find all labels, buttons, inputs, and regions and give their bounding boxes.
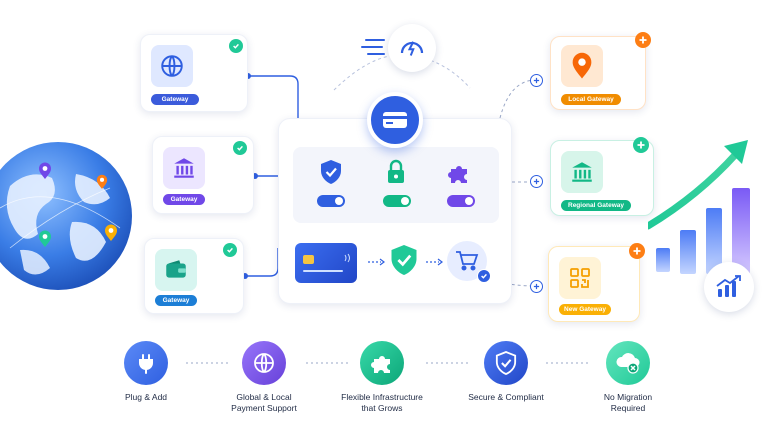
- feature-label: Flexible Infrastructure that Grows: [341, 392, 423, 413]
- gateway-card-wallet[interactable]: Gateway: [144, 238, 244, 314]
- features-strip: [293, 147, 499, 223]
- puzzle-icon: [370, 351, 394, 375]
- plugin-toggle[interactable]: [447, 195, 475, 207]
- speedometer-icon: [388, 24, 436, 72]
- gateway-icon-tile: [151, 45, 193, 87]
- analytics-icon: [704, 262, 754, 312]
- shield-check-icon: [495, 351, 517, 375]
- gateway-label: Gateway: [163, 194, 205, 205]
- contactless-icon: [343, 253, 351, 263]
- plug-icon: [134, 351, 158, 375]
- payment-card-icon: [367, 92, 423, 148]
- gateway-icon-tile: [559, 257, 601, 299]
- feature-secure-circle: [484, 341, 528, 385]
- feature-plug-circle: [124, 341, 168, 385]
- check-badge-icon: [223, 243, 237, 257]
- bank-icon: [171, 155, 197, 181]
- gateway-label: Gateway: [155, 295, 197, 306]
- globe-icon: [252, 351, 276, 375]
- credit-card-icon: [295, 243, 357, 283]
- location-pin-icon: [38, 162, 52, 180]
- growth-chart-illustration: [648, 136, 760, 304]
- add-connector-icon[interactable]: [530, 280, 543, 293]
- gateway-card-global[interactable]: Gateway: [140, 34, 248, 112]
- gateway-icon-tile: [155, 249, 197, 291]
- feature-label: No Migration Required: [603, 392, 653, 413]
- add-badge-icon[interactable]: [635, 32, 651, 48]
- card-chip: [303, 255, 314, 264]
- arrow-right-icon: [367, 258, 387, 266]
- central-payment-hub: [278, 118, 512, 304]
- gateway-icon-tile: [561, 151, 603, 193]
- feature-global-circle: [242, 341, 286, 385]
- speed-lines: [360, 36, 386, 58]
- shield-check-icon: [389, 243, 419, 277]
- gateway-label: Gateway: [151, 94, 199, 105]
- feature-no-migration-circle: [606, 341, 650, 385]
- bank-icon: [569, 159, 595, 185]
- arrow-right-icon: [425, 258, 445, 266]
- check-badge-icon: [477, 269, 491, 283]
- check-badge-icon: [229, 39, 243, 53]
- gateway-card-bank[interactable]: Gateway: [152, 136, 254, 214]
- add-badge-icon[interactable]: [629, 243, 645, 259]
- wallet-icon: [163, 257, 189, 283]
- gateway-icon-tile: [561, 45, 603, 87]
- add-badge-icon[interactable]: [633, 137, 649, 153]
- shield-check-icon: [319, 159, 343, 185]
- location-pin-icon: [571, 52, 593, 80]
- card-number-line: [303, 270, 343, 272]
- puzzle-icon: [447, 161, 471, 185]
- gateway-card-local[interactable]: Local Gateway: [550, 32, 651, 110]
- globe-icon: [159, 53, 185, 79]
- location-pin-icon: [96, 174, 108, 190]
- add-connector-icon[interactable]: [530, 175, 543, 188]
- add-connector-icon[interactable]: [530, 74, 543, 87]
- check-badge-icon: [233, 141, 247, 155]
- lock-icon: [385, 159, 407, 185]
- feature-label: Plug & Add: [124, 392, 168, 402]
- feature-label: Global & Local Payment Support: [231, 392, 297, 413]
- gateway-card-regional[interactable]: Regional Gateway: [550, 137, 654, 216]
- lock-toggle[interactable]: [383, 195, 411, 207]
- security-toggle[interactable]: [317, 195, 345, 207]
- gateway-label: Regional Gateway: [561, 200, 631, 211]
- feature-flexible-circle: [360, 341, 404, 385]
- gateway-label: Local Gateway: [561, 94, 621, 105]
- globe-illustration: [0, 138, 136, 294]
- no-database-icon: [615, 351, 641, 375]
- gateway-card-new[interactable]: New Gateway: [548, 243, 645, 322]
- location-pin-icon: [104, 224, 118, 242]
- gateway-label: New Gateway: [559, 304, 611, 315]
- gateway-icon-tile: [163, 147, 205, 189]
- location-pin-icon: [38, 230, 52, 248]
- feature-label: Secure & Compliant: [468, 392, 544, 402]
- qr-code-icon: [568, 266, 592, 290]
